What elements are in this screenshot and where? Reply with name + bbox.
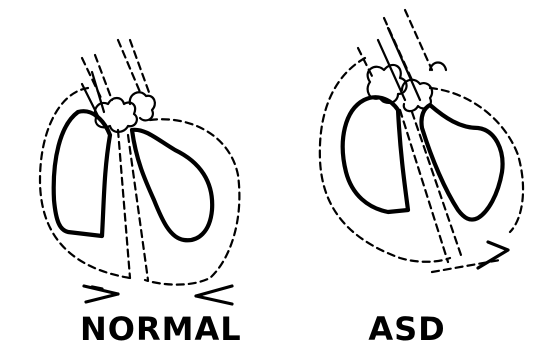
normal-vessel-right-2	[130, 40, 150, 95]
asd-aorta	[378, 28, 420, 100]
normal-right-ventricle	[54, 111, 110, 236]
normal-arrow-right	[196, 286, 232, 304]
asd-vessel-1	[358, 48, 374, 80]
normal-left-ventricle	[132, 130, 212, 240]
normal-outline-right	[145, 119, 239, 284]
normal-vessel-right	[118, 40, 140, 92]
normal-arrow-left	[84, 286, 118, 302]
asd-arrow-head	[478, 242, 508, 268]
asd-septum-2	[412, 112, 462, 258]
asd-right-ventricle	[343, 97, 408, 212]
asd-left-ventricle	[421, 105, 502, 220]
asd-outline-right	[430, 88, 523, 232]
asd-vessel-3	[405, 10, 432, 70]
normal-heart	[40, 40, 239, 304]
label-asd: ASD	[362, 311, 452, 347]
normal-septum-1	[118, 130, 130, 278]
label-normal: NORMAL	[80, 311, 220, 347]
asd-heart	[320, 10, 523, 272]
